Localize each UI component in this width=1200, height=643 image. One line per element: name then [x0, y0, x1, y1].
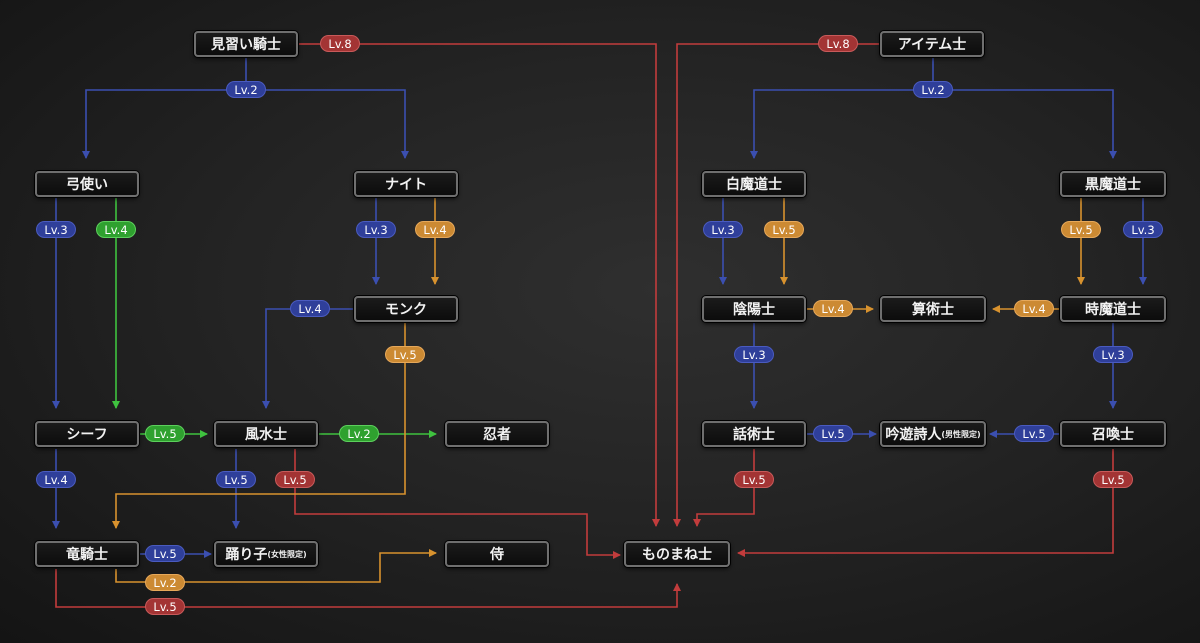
job-label: 白魔道士 — [726, 177, 782, 193]
job-node-bard: 吟遊詩人(男性限定) — [880, 421, 986, 447]
level-badge-time-summoner: Lv.3 — [1093, 346, 1133, 363]
job-label: 召喚士 — [1092, 427, 1134, 443]
level-badge-orator-bard: Lv.5 — [813, 425, 853, 442]
level-badge-squire-split: Lv.2 — [226, 81, 266, 98]
level-badge-white-mystic-orange: Lv.5 — [764, 221, 804, 238]
job-label: 踊り子 — [225, 547, 268, 563]
edge-summoner-mime — [737, 449, 1114, 557]
level-badge-geomancer-ninja: Lv.2 — [339, 425, 379, 442]
job-note: (女性限定) — [267, 549, 307, 559]
job-label: 陰陽士 — [733, 302, 775, 318]
level-badge-geomancer-mime: Lv.5 — [275, 471, 315, 488]
edge-dragoon-samurai — [115, 549, 437, 583]
job-label: 黒魔道士 — [1085, 177, 1141, 193]
job-node-samurai: 侍 — [445, 541, 549, 567]
job-label: 竜騎士 — [66, 547, 108, 563]
edge-monk-geomancer — [262, 308, 355, 409]
job-label: 見習い騎士 — [211, 37, 281, 53]
job-label: ナイト — [385, 177, 427, 193]
job-label: 吟遊詩人 — [885, 427, 942, 443]
job-label: アイテム士 — [897, 37, 967, 53]
edge-squire-archer — [82, 89, 246, 159]
level-badge-chemist-mime: Lv.8 — [818, 35, 858, 52]
job-label: 侍 — [490, 547, 504, 563]
edge-chemist-white — [750, 89, 933, 159]
edge-chemist-mime — [673, 43, 880, 527]
level-badge-summoner-bard: Lv.5 — [1014, 425, 1054, 442]
level-badge-monk-geomancer: Lv.4 — [290, 300, 330, 317]
edge-dragoon-mime — [55, 569, 681, 608]
job-node-dancer: 踊り子(女性限定) — [214, 541, 318, 567]
level-badge-chemist-split: Lv.2 — [913, 81, 953, 98]
job-label: 風水士 — [245, 427, 287, 443]
job-node-mime: ものまね士 — [624, 541, 730, 567]
job-node-chemist: アイテム士 — [880, 31, 984, 57]
job-label: 弓使い — [66, 177, 108, 193]
job-node-dragoon: 竜騎士 — [35, 541, 139, 567]
edge-monk-dragoon — [112, 323, 406, 529]
level-badge-mystic-orator: Lv.3 — [734, 346, 774, 363]
job-node-orator: 話術士 — [702, 421, 806, 447]
edge-squire-mime — [297, 43, 660, 527]
job-node-summoner: 召喚士 — [1060, 421, 1166, 447]
edge-geomancer-mime — [294, 449, 621, 559]
job-node-thief: シーフ — [35, 421, 139, 447]
job-node-ninja: 忍者 — [445, 421, 549, 447]
job-label: モンク — [385, 302, 427, 318]
job-node-white-mage: 白魔道士 — [702, 171, 806, 197]
job-label: 忍者 — [483, 427, 511, 443]
job-node-squire: 見習い騎士 — [194, 31, 298, 57]
job-label: シーフ — [66, 427, 108, 443]
level-badge-dragoon-samurai: Lv.2 — [145, 574, 185, 591]
level-badge-archer-thief: Lv.3 — [36, 221, 76, 238]
job-node-time-mage: 時魔道士 — [1060, 296, 1166, 322]
level-badge-archer-thief-green: Lv.4 — [96, 221, 136, 238]
job-node-mystic: 陰陽士 — [702, 296, 806, 322]
job-node-archer: 弓使い — [35, 171, 139, 197]
level-badge-white-mystic: Lv.3 — [703, 221, 743, 238]
job-label: 時魔道士 — [1085, 302, 1141, 318]
level-badge-geomancer-dancer: Lv.5 — [216, 471, 256, 488]
level-badge-monk-dragoon: Lv.5 — [385, 346, 425, 363]
job-node-monk: モンク — [354, 296, 458, 322]
job-node-arithmetician: 算術士 — [880, 296, 986, 322]
level-badge-squire-mime: Lv.8 — [320, 35, 360, 52]
level-badge-dragoon-dancer: Lv.5 — [145, 545, 185, 562]
level-badge-black-time-orange: Lv.5 — [1061, 221, 1101, 238]
level-badge-knight-monk-orange: Lv.4 — [415, 221, 455, 238]
job-label: 算術士 — [912, 302, 954, 318]
level-badge-summoner-mime: Lv.5 — [1093, 471, 1133, 488]
edge-chemist-black — [933, 89, 1117, 159]
level-badge-thief-dragoon: Lv.4 — [36, 471, 76, 488]
level-badge-mystic-arith: Lv.4 — [813, 300, 853, 317]
job-node-black-mage: 黒魔道士 — [1060, 171, 1166, 197]
job-label: 話術士 — [733, 427, 775, 443]
level-badge-orator-mime: Lv.5 — [734, 471, 774, 488]
level-badge-dragoon-mime: Lv.5 — [145, 598, 185, 615]
level-badge-knight-monk: Lv.3 — [356, 221, 396, 238]
level-badge-black-time: Lv.3 — [1123, 221, 1163, 238]
level-badge-thief-geomancer: Lv.5 — [145, 425, 185, 442]
job-node-knight: ナイト — [354, 171, 458, 197]
job-node-geomancer: 風水士 — [214, 421, 318, 447]
job-label: ものまね士 — [642, 547, 712, 563]
edge-squire-knight — [246, 89, 409, 159]
job-note: (男性限定) — [941, 429, 981, 439]
level-badge-time-arith: Lv.4 — [1014, 300, 1054, 317]
